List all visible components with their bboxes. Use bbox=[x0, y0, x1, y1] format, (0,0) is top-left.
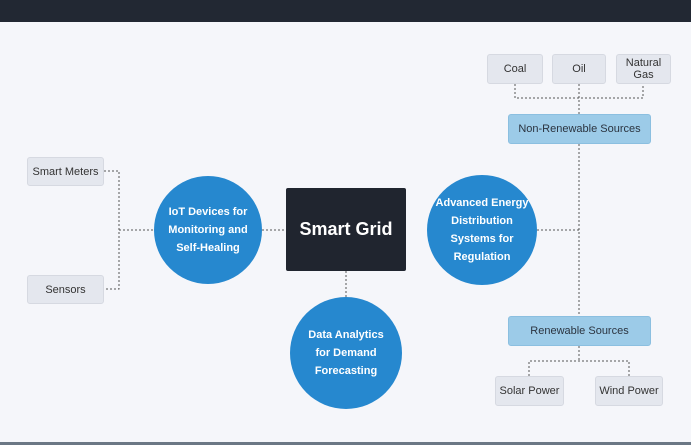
smart-grid-node: Smart Grid bbox=[286, 188, 406, 271]
data-analytics-label: Data Analytics for Demand Forecasting bbox=[308, 329, 384, 377]
solar-power-node: Solar Power bbox=[495, 376, 564, 406]
wind-power-node: Wind Power bbox=[595, 376, 663, 406]
bottom-bar bbox=[0, 442, 691, 445]
top-bar bbox=[0, 0, 691, 22]
data-analytics-node: Data Analytics for Demand Forecasting bbox=[290, 297, 402, 409]
sensors-node: Sensors bbox=[27, 275, 104, 304]
smart-meters-node: Smart Meters bbox=[27, 157, 104, 186]
renewable-sources-node: Renewable Sources bbox=[508, 316, 651, 346]
coal-node: Coal bbox=[487, 54, 543, 84]
advanced-distribution-label: Advanced Energy Distribution Systems for… bbox=[435, 197, 529, 263]
iot-devices-label: IoT Devices for Monitoring and Self-Heal… bbox=[168, 206, 248, 254]
advanced-distribution-node: Advanced Energy Distribution Systems for… bbox=[427, 175, 537, 285]
non-renewable-sources-node: Non-Renewable Sources bbox=[508, 114, 651, 144]
oil-node: Oil bbox=[552, 54, 606, 84]
iot-devices-node: IoT Devices for Monitoring and Self-Heal… bbox=[154, 176, 262, 284]
natural-gas-node: Natural Gas bbox=[616, 54, 671, 84]
